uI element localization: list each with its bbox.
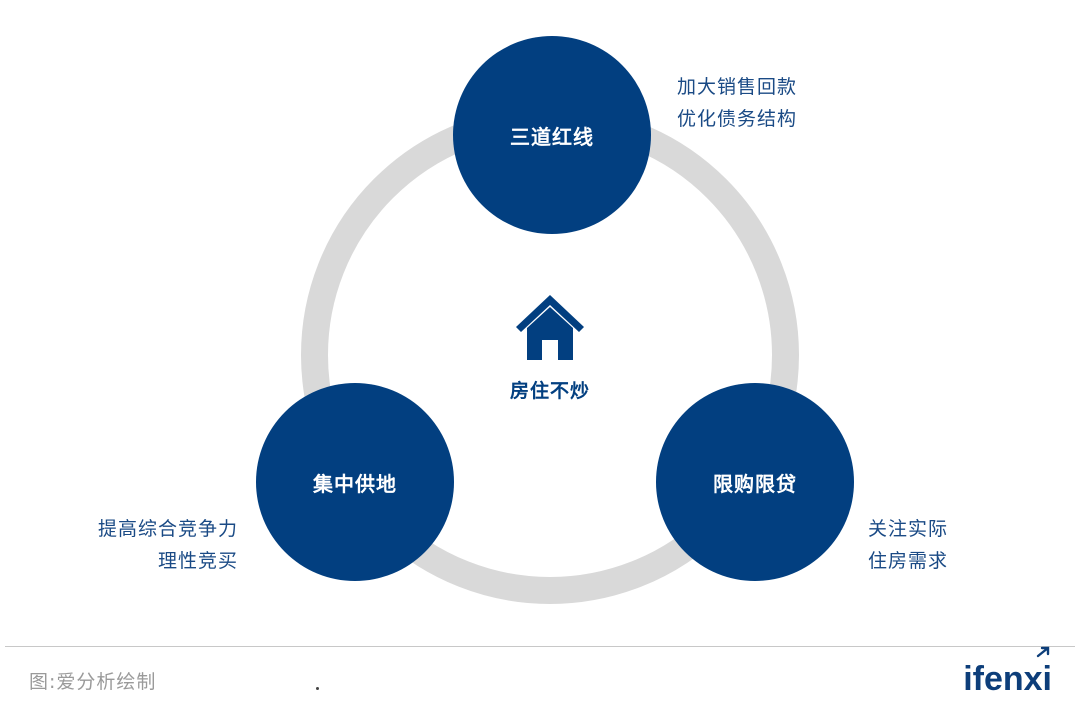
node-three-red-lines: 三道红线	[453, 36, 651, 234]
logo-text: ifenxi	[963, 660, 1052, 698]
stray-dot	[316, 687, 319, 690]
note-right: 关注实际 住房需求	[868, 513, 948, 577]
note-line: 加大销售回款	[677, 76, 798, 98]
center-hub: 房住不炒	[480, 292, 620, 403]
note-line: 理性竞买	[157, 550, 238, 572]
brand-logo: ifenxi	[963, 646, 1052, 698]
node-centralized-land-supply: 集中供地	[256, 383, 454, 581]
center-label: 房住不炒	[509, 380, 590, 402]
footer-divider	[5, 646, 1075, 647]
note-line: 提高综合竞争力	[97, 518, 238, 540]
logo-arrow-icon	[1036, 646, 1050, 658]
node-purchase-loan-limits: 限购限贷	[656, 383, 854, 581]
node-label: 集中供地	[313, 471, 397, 496]
note-line: 优化债务结构	[677, 108, 798, 130]
node-label: 限购限贷	[713, 471, 797, 496]
note-line: 关注实际	[868, 518, 949, 540]
note-top: 加大销售回款 优化债务结构	[677, 71, 797, 135]
source-caption: 图:爱分析绘制	[29, 671, 157, 693]
house-icon	[516, 295, 584, 360]
note-left: 提高综合竞争力 理性竞买	[98, 513, 238, 577]
note-line: 住房需求	[868, 550, 949, 572]
node-label: 三道红线	[510, 124, 594, 149]
